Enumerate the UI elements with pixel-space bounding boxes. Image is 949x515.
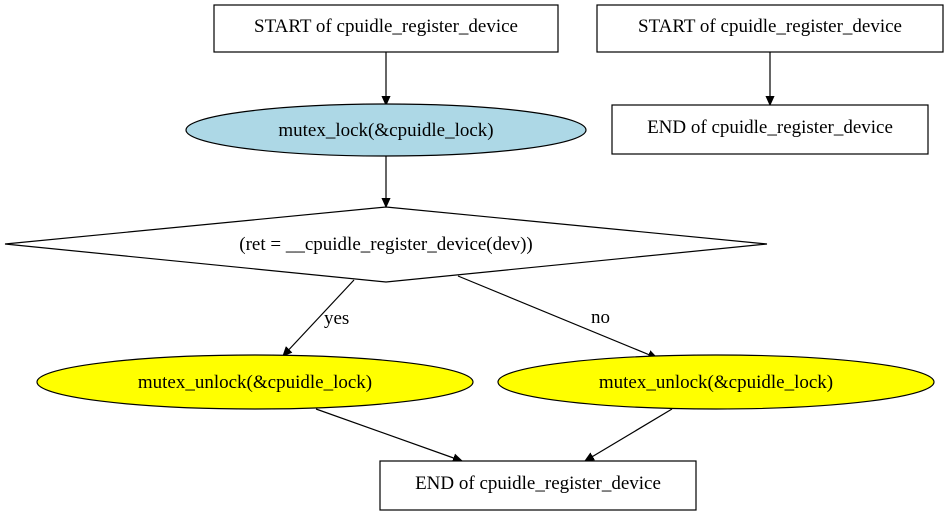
- node-unlock-no-label: mutex_unlock(&cpuidle_lock): [599, 372, 833, 393]
- node-end-main-label: END of cpuidle_register_device: [415, 473, 661, 494]
- node-start-main: START of cpuidle_register_device: [213, 4, 559, 53]
- node-mutex-lock: mutex_lock(&cpuidle_lock): [185, 103, 587, 157]
- node-end-alt: END of cpuidle_register_device: [611, 104, 929, 155]
- edge-unlock-yes-to-end: [315, 408, 462, 461]
- edge-decision-to-unlock-no: [457, 275, 657, 358]
- node-end-main: END of cpuidle_register_device: [379, 460, 697, 511]
- node-unlock-yes: mutex_unlock(&cpuidle_lock): [36, 354, 474, 410]
- node-unlock-no: mutex_unlock(&cpuidle_lock): [497, 354, 935, 410]
- edge-decision-to-unlock-yes: [283, 279, 355, 356]
- node-start-alt: START of cpuidle_register_device: [596, 4, 944, 53]
- node-end-alt-label: END of cpuidle_register_device: [647, 117, 893, 138]
- node-unlock-yes-label: mutex_unlock(&cpuidle_lock): [138, 372, 372, 393]
- node-decision: (ret = __cpuidle_register_device(dev)): [4, 206, 768, 283]
- edge-label-no: no: [591, 307, 610, 328]
- node-start-alt-label: START of cpuidle_register_device: [638, 16, 902, 37]
- edge-unlock-no-to-end: [585, 408, 673, 461]
- node-start-main-label: START of cpuidle_register_device: [254, 16, 518, 37]
- node-mutex-lock-label: mutex_lock(&cpuidle_lock): [278, 120, 493, 141]
- edge-label-yes: yes: [324, 308, 349, 329]
- node-decision-label: (ret = __cpuidle_register_device(dev)): [239, 234, 532, 255]
